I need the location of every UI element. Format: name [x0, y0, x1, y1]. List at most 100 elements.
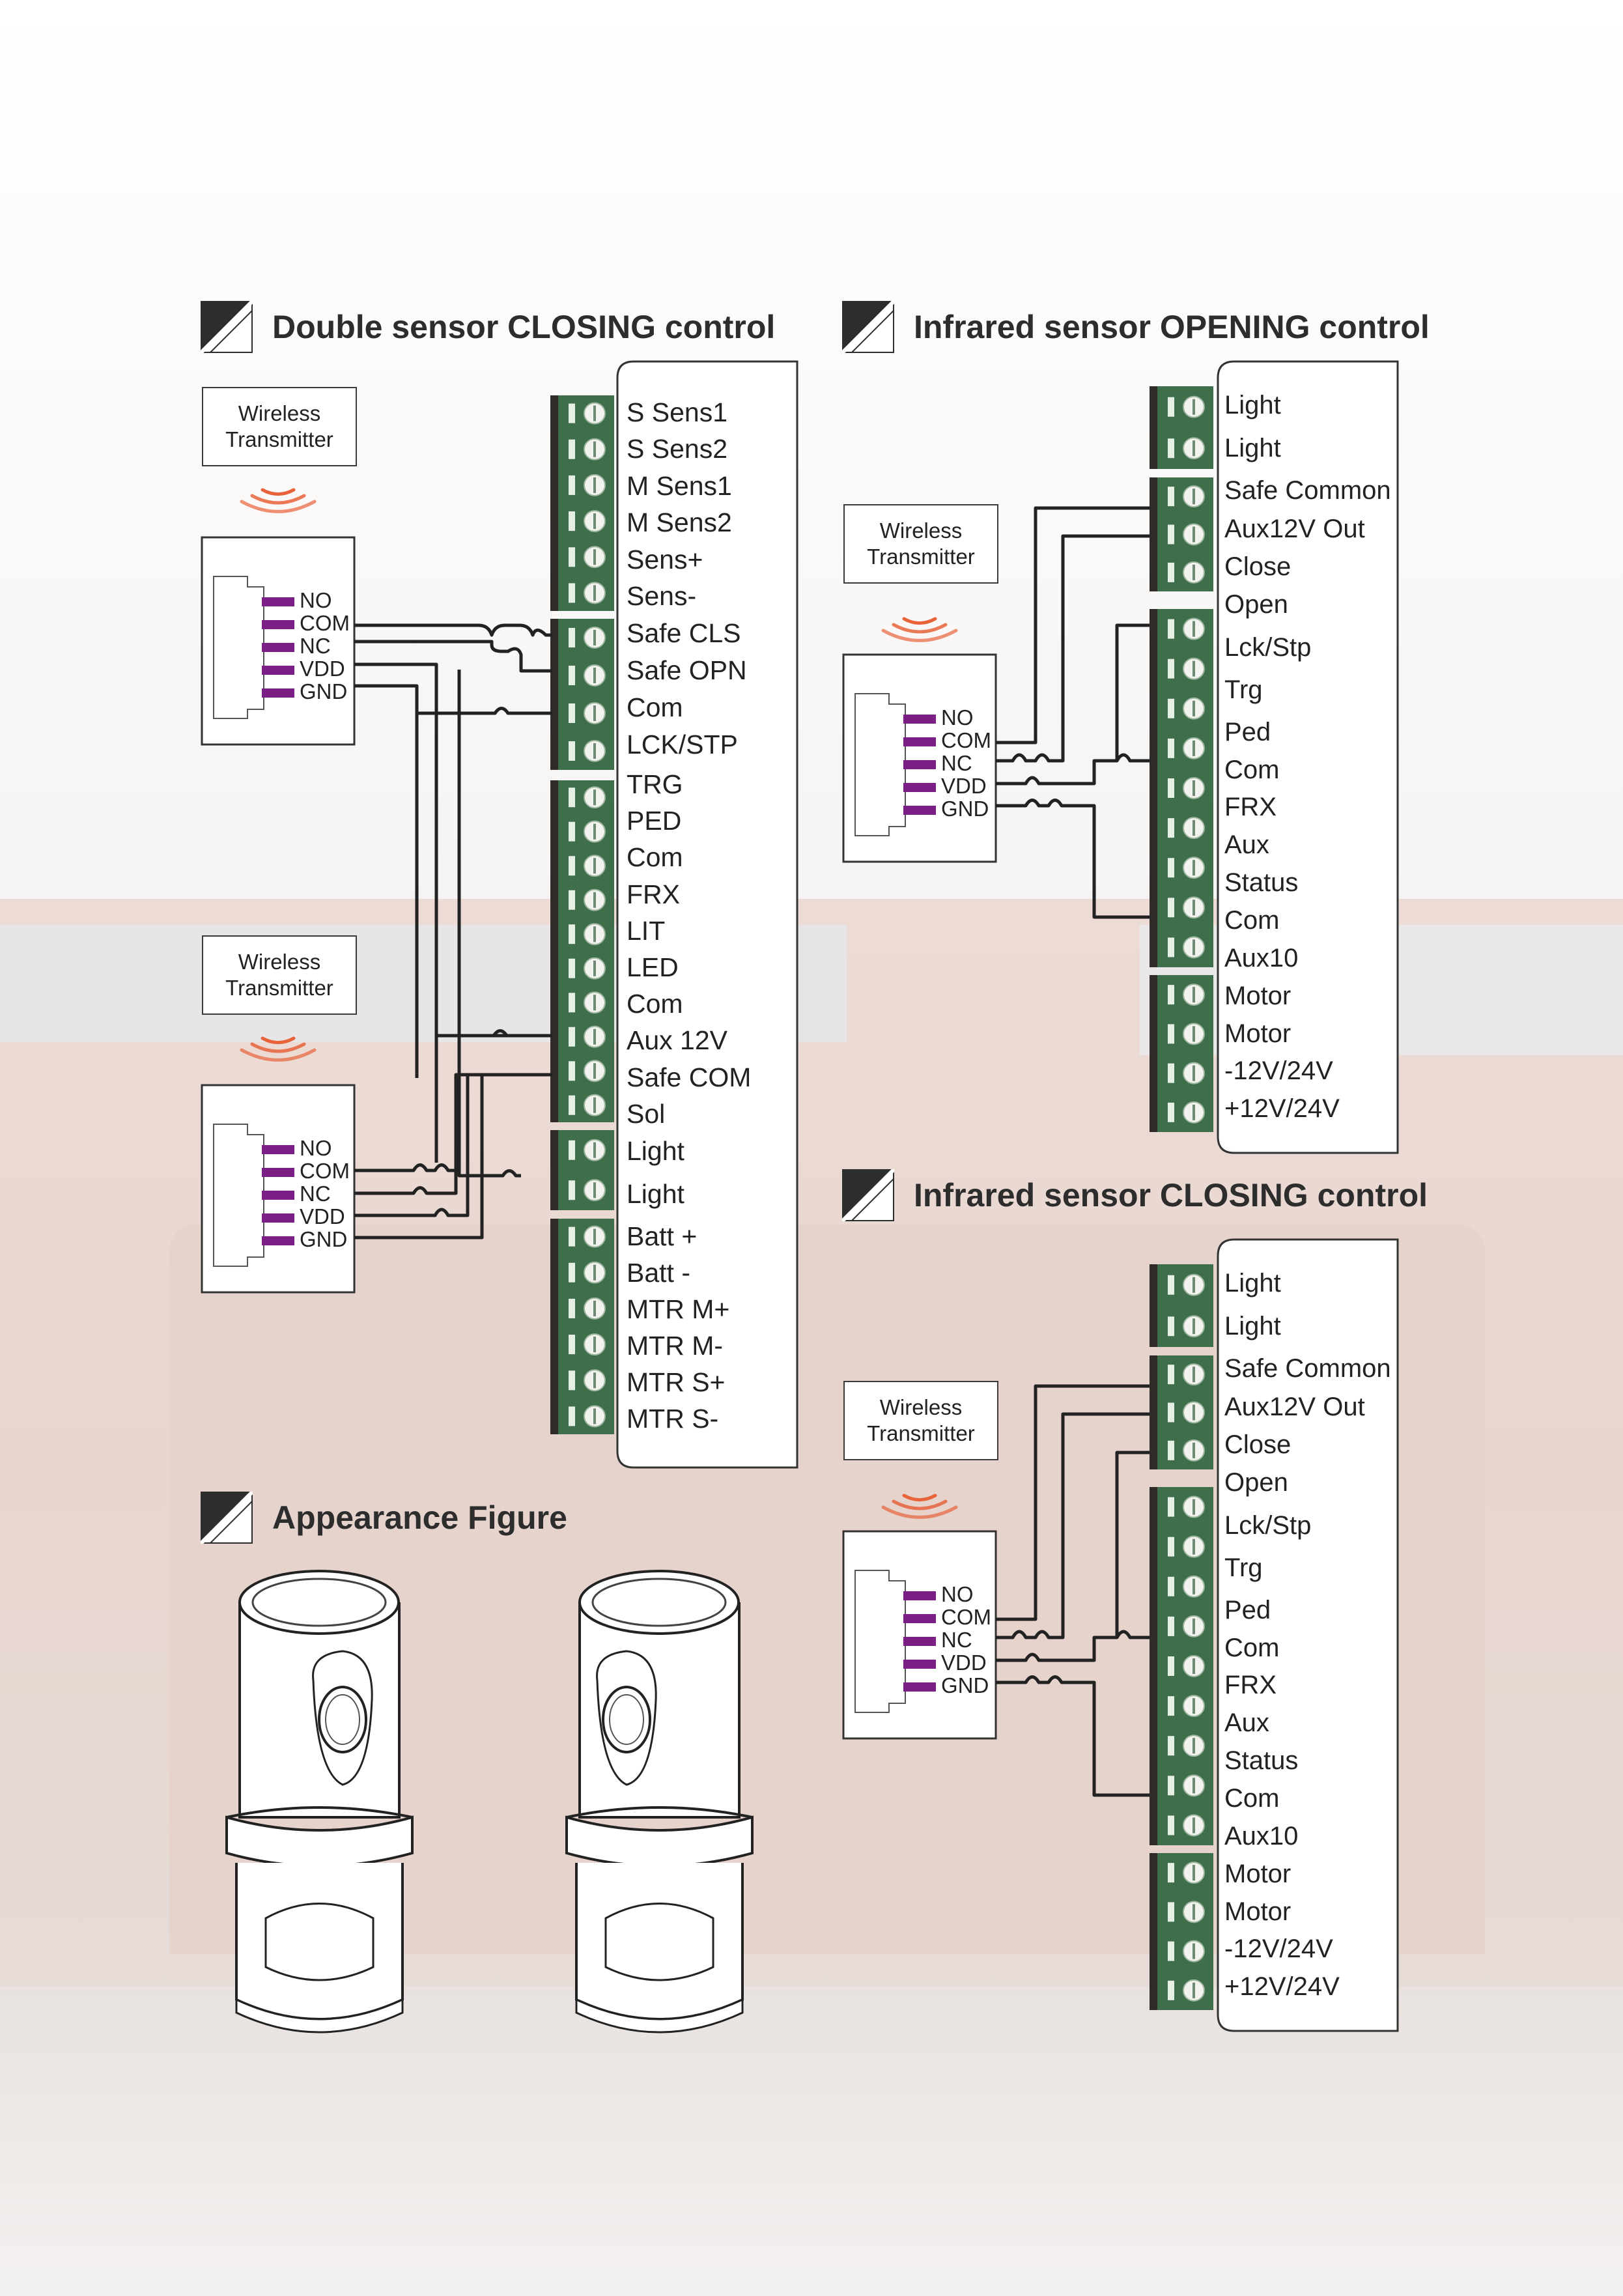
terminal-slot — [569, 1262, 575, 1283]
pin-label-gnd: GND — [300, 1227, 348, 1251]
receiver-box — [201, 1084, 356, 1294]
terminal-block-edge — [1150, 1264, 1157, 1347]
terminal-label: -12V/24V — [1224, 1056, 1333, 1085]
terminal-label: -12V/24V — [1224, 1935, 1333, 1963]
wireless-transmitter-box: Wireless Transmitter — [202, 387, 357, 466]
wireless-signal-icon — [240, 488, 317, 513]
terminal-label: Batt - — [627, 1258, 690, 1288]
terminal-slot — [1168, 1402, 1174, 1423]
terminal-block — [1157, 386, 1213, 469]
terminal-slot — [569, 741, 575, 761]
terminal-label: Light — [627, 1179, 684, 1209]
terminal-block-edge — [1150, 1853, 1157, 2010]
terminal-label: Lck/Stp — [1224, 1511, 1312, 1540]
pin-label-com: COM — [941, 728, 991, 752]
terminal-slot — [1168, 738, 1174, 758]
wire-nc-ir — [996, 534, 1150, 763]
terminal-label: MTR M+ — [627, 1294, 730, 1324]
terminal-label: MTR M- — [627, 1331, 724, 1361]
terminal-label: Aux — [1224, 830, 1269, 859]
terminal-block-edge — [1150, 477, 1157, 591]
terminal-slot — [569, 1298, 575, 1318]
terminal-slot — [1168, 1102, 1174, 1122]
terminal-slot — [1168, 1316, 1174, 1337]
wire-vdd — [354, 662, 438, 1163]
pin-label-no: NO — [941, 705, 974, 730]
terminal-slot — [1168, 858, 1174, 878]
terminal-slot — [569, 1180, 575, 1200]
terminal-label: Com — [1224, 1784, 1280, 1813]
wire-hop — [492, 1029, 509, 1037]
terminal-label: Light — [1224, 434, 1281, 462]
terminal-label: Ped — [1224, 1596, 1271, 1624]
terminal-slot — [1168, 659, 1174, 679]
terminal-block-edge — [550, 619, 558, 770]
pin-label-nc: NC — [941, 1628, 972, 1652]
connector-pin — [903, 1591, 936, 1600]
receiver-connector-outline — [213, 1124, 264, 1267]
wireless-signal-icon — [240, 1036, 317, 1062]
terminal-block-edge — [550, 1219, 558, 1434]
connector-pin — [903, 1637, 936, 1646]
terminal-block — [558, 395, 614, 611]
connector-pin — [262, 620, 294, 629]
terminal-slot — [569, 628, 575, 647]
connector-pin — [262, 597, 294, 606]
connector-pin — [903, 1660, 936, 1669]
terminal-slot — [1168, 619, 1174, 639]
terminal-slot — [569, 547, 575, 567]
controller-board-right-bottom — [1217, 1238, 1399, 2032]
terminal-label: Light — [1224, 391, 1281, 419]
pin-label-gnd: GND — [941, 1673, 989, 1697]
receiver-box — [201, 536, 356, 746]
section-marker-icon — [201, 1492, 253, 1544]
terminal-label: Safe OPN — [627, 655, 747, 685]
wire-vdd-ir — [996, 623, 1150, 786]
pin-label-com: COM — [300, 611, 350, 635]
wireless-transmitter-box: Wireless Transmitter — [843, 504, 998, 584]
terminal-slot — [1168, 438, 1174, 459]
terminal-label: Close — [1224, 552, 1291, 581]
terminal-slot — [569, 583, 575, 603]
connector-pin — [262, 643, 294, 652]
terminal-slot — [1168, 1063, 1174, 1083]
heading-double-closing: Double sensor CLOSING control — [201, 301, 775, 353]
section-marker-icon — [201, 301, 253, 353]
terminal-label: Motor — [1224, 982, 1291, 1010]
wire-hop-irc — [1115, 1630, 1150, 1639]
receiver-box — [842, 653, 997, 863]
terminal-label: S Sens2 — [627, 434, 727, 464]
wire-gnd — [354, 684, 419, 1078]
wire-com-2 — [354, 1163, 459, 1172]
terminal-label: Sens- — [627, 581, 697, 611]
pin-label-no: NO — [941, 1582, 974, 1606]
connector-pin — [262, 1191, 294, 1200]
terminal-label: Com — [627, 989, 683, 1019]
terminal-block — [558, 1219, 614, 1434]
connector-pin — [903, 760, 936, 769]
connector-pin — [903, 715, 936, 724]
transmitter-label: Wireless Transmitter — [867, 518, 975, 569]
connector-pin — [262, 1168, 294, 1177]
terminal-block — [1157, 1264, 1213, 1347]
terminal-label: MTR S- — [627, 1404, 719, 1434]
terminal-slot — [1168, 524, 1174, 545]
terminal-block-edge — [550, 780, 558, 1122]
terminal-label: Light — [627, 1136, 684, 1166]
terminal-slot — [569, 403, 575, 423]
terminal-slot — [569, 787, 575, 808]
terminal-label: Aux12V Out — [1224, 1393, 1365, 1421]
terminal-block-edge — [550, 1130, 558, 1210]
terminal-label: Aux 12V — [627, 1025, 727, 1055]
wire-nc-irc — [996, 1412, 1150, 1639]
terminal-slot — [1168, 1696, 1174, 1716]
terminal-label: Sens+ — [627, 545, 703, 574]
pin-label-no: NO — [300, 588, 332, 612]
controller-board-right-top — [1217, 360, 1399, 1154]
pin-label-vdd: VDD — [941, 1651, 987, 1675]
terminal-label: MTR S+ — [627, 1367, 726, 1397]
terminal-slot — [569, 958, 575, 978]
terminal-slot — [569, 1140, 575, 1160]
connector-pin — [903, 806, 936, 815]
